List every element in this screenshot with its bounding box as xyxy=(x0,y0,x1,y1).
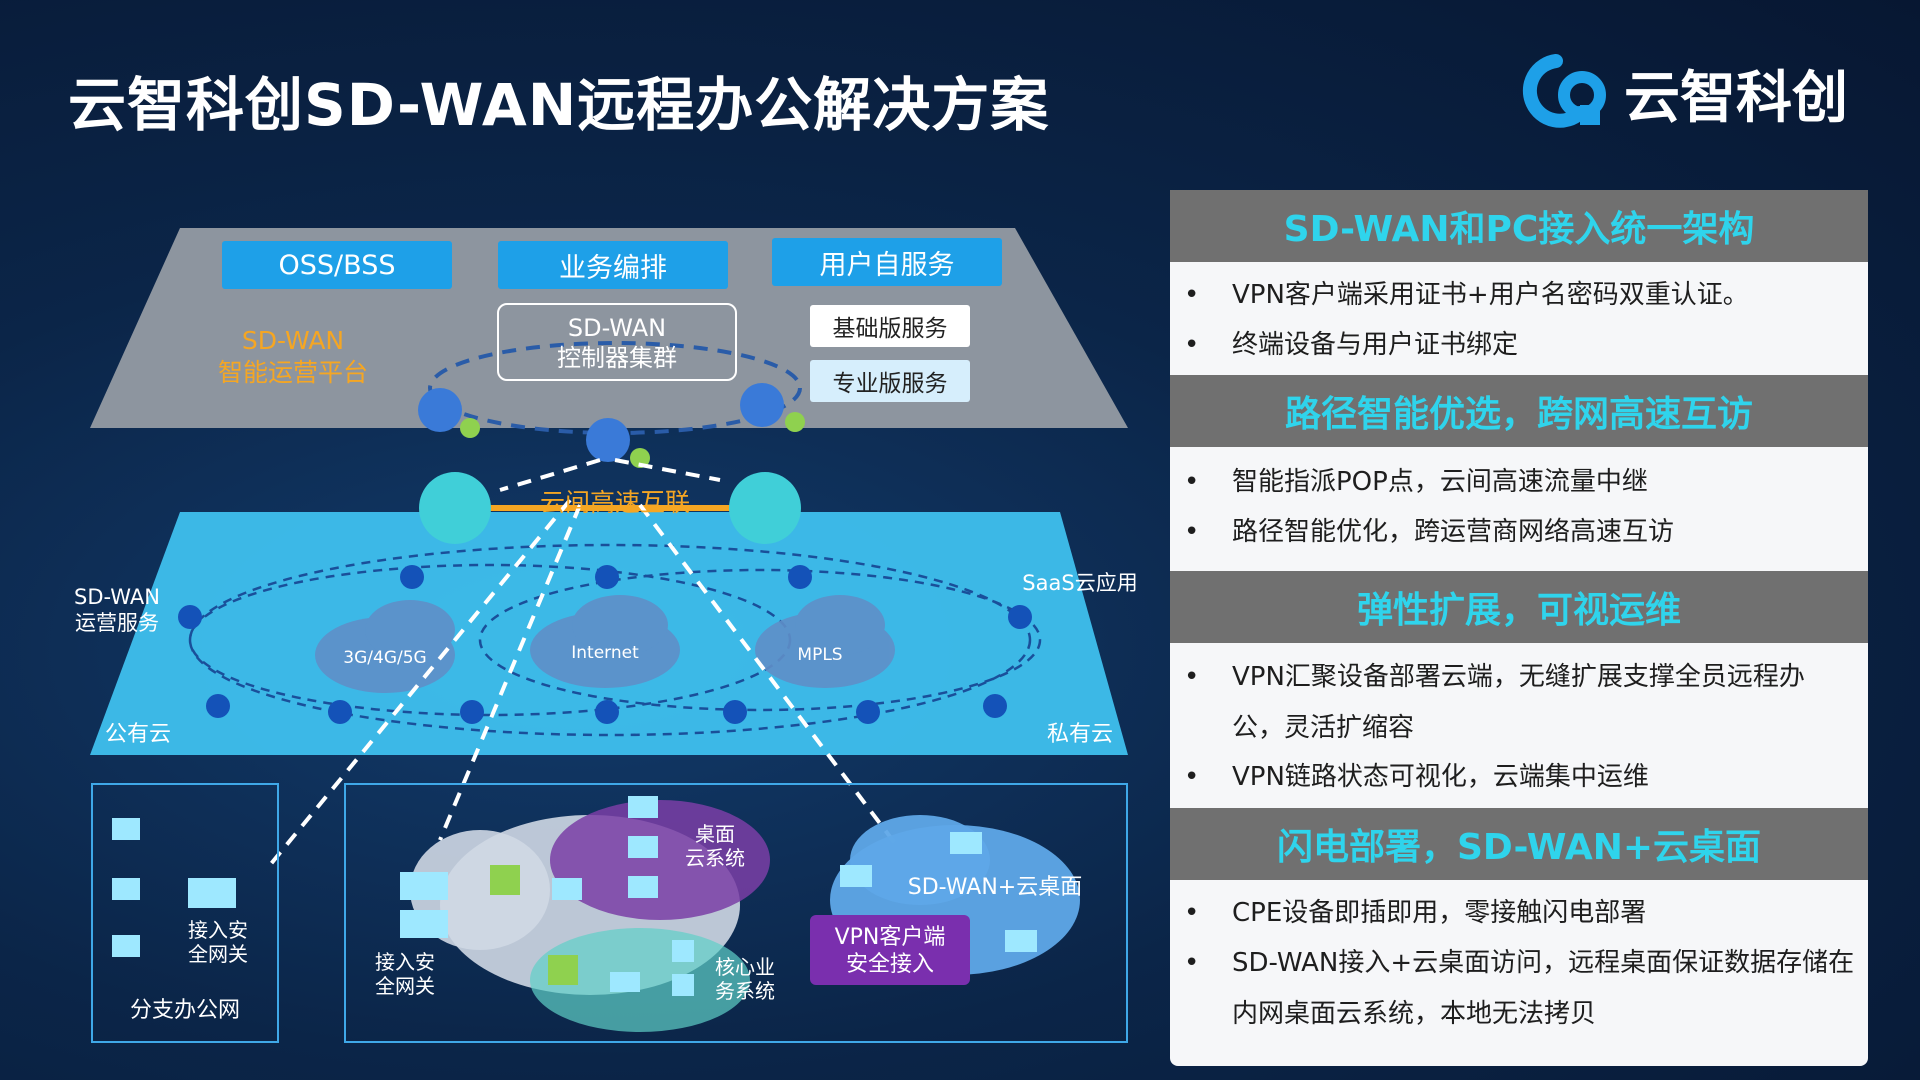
cloud-label-mobile: 3G/4G/5G xyxy=(343,648,427,668)
gear-icons xyxy=(418,383,805,468)
section-3-header: 弹性扩展，可视运维 xyxy=(1170,571,1868,643)
sdwan-desktop-label: SD-WAN+云桌面 xyxy=(907,875,1083,900)
hq-gateway-label: 接入安全网关 xyxy=(375,950,435,998)
section-2-header: 路径智能优选，跨网高速互访 xyxy=(1170,375,1868,447)
pro-service-box: 专业版服务 xyxy=(810,360,970,402)
network-nodes xyxy=(178,565,1032,724)
cloud-link-label: 云间高速互联 xyxy=(539,488,690,517)
device-icons xyxy=(112,796,1037,996)
basic-service-box: 基础版服务 xyxy=(810,305,970,347)
desktop-cloud-area xyxy=(550,800,770,920)
vpn-client-label: VPN客户端安全接入 xyxy=(834,925,946,977)
brand-logo: 云智科创 xyxy=(1508,48,1848,138)
network-diagram xyxy=(90,228,1128,1043)
branch-office-box xyxy=(91,783,279,1043)
section-2-bullet-2: •路径智能优化，跨运营商网络高速互访 xyxy=(1184,517,1675,547)
cloud-label-mpls: MPLS xyxy=(797,645,843,665)
orchestration-button: 业务编排 xyxy=(498,241,728,289)
section-3-bullet-1: •VPN汇聚设备部署云端，无缝扩展支撑全员远程办公，灵活扩缩容 xyxy=(1184,662,1805,743)
section-1-header: SD-WAN和PC接入统一架构 xyxy=(1170,190,1868,262)
desktop-cloud-label: 桌面云系统 xyxy=(685,822,745,870)
section-4-bullet-2: •SD-WAN接入+云桌面访问，远程桌面保证数据存储在内网桌面云系统，本地无法拷… xyxy=(1184,948,1855,1029)
hq-network-box xyxy=(344,783,1128,1043)
section-1-bullet-1: •VPN客户端采用证书+用户名密码双重认证。 xyxy=(1184,280,1749,310)
saas-label: SaaS云应用 xyxy=(1022,571,1138,595)
core-system-label: 核心业务系统 xyxy=(715,955,775,1003)
section-3-bullet-2: •VPN链路状态可视化，云端集中运维 xyxy=(1184,762,1649,792)
cloud-label-internet: Internet xyxy=(571,643,639,663)
section-2-bullet-1: •智能指派POP点，云间高速流量中继 xyxy=(1184,467,1648,497)
wan-clouds xyxy=(315,595,895,693)
vpn-client-box xyxy=(810,915,970,985)
logo-text: 云智科创 xyxy=(1624,65,1848,131)
cloud-logo-icon xyxy=(1522,54,1606,128)
feature-panel: SD-WAN和PC接入统一架构 •VPN客户端采用证书+用户名密码双重认证。 •… xyxy=(1170,190,1868,1066)
branch-office-label: 分支办公网 xyxy=(129,998,240,1023)
page-title: 云智科创SD-WAN远程办公解决方案 xyxy=(68,71,1050,139)
public-cloud-label: 公有云 xyxy=(104,722,171,747)
section-4-bullet-1: •CPE设备即插即用，零接触闪电部署 xyxy=(1184,898,1647,928)
private-cloud-label: 私有云 xyxy=(1046,722,1113,747)
self-service-button: 用户自服务 xyxy=(772,238,1002,286)
section-4-header: 闪电部署，SD-WAN+云桌面 xyxy=(1170,808,1868,880)
oss-bss-button: OSS/BSS xyxy=(222,241,452,289)
branch-gateway-label: 接入安全网关 xyxy=(188,918,248,966)
section-1-bullet-2: •终端设备与用户证书绑定 xyxy=(1184,330,1519,360)
